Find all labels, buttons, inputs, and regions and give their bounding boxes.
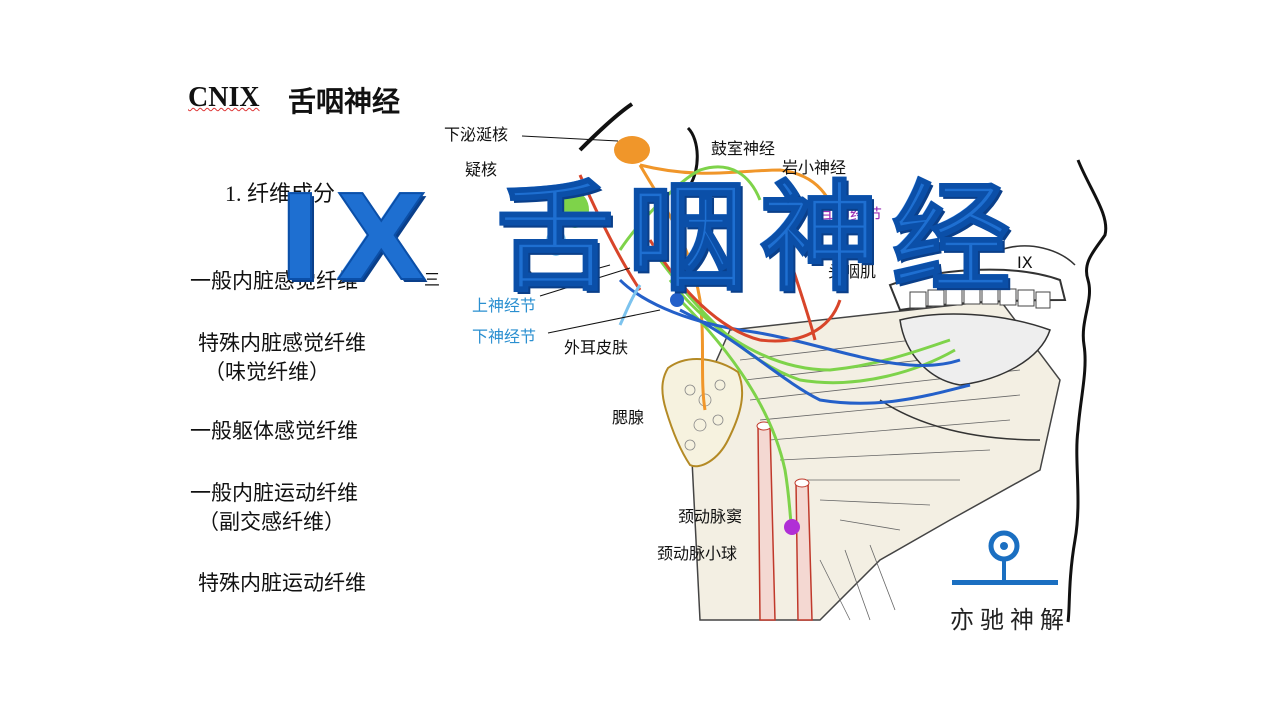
fiber-sve: 特殊内脏运动纤维 bbox=[198, 571, 366, 595]
fiber-svs-note: （味觉纤维） bbox=[204, 360, 330, 384]
face-profile bbox=[1066, 159, 1108, 623]
section-heading: 1. 纤维成分 bbox=[225, 181, 336, 206]
fiber-gvs: 一般内脏感觉纤维 bbox=[190, 269, 358, 293]
parotid-gland bbox=[661, 358, 744, 468]
logo-text: 亦驰神解 bbox=[950, 606, 1070, 634]
title-roman: CNIX bbox=[188, 82, 260, 113]
fiber-gve-note: （副交感纤维） bbox=[198, 510, 345, 534]
inferior-salivatory-nucleus bbox=[614, 136, 650, 164]
label-external-ear-skin: 外耳皮肤 bbox=[564, 338, 629, 357]
label-carotid-sinus: 颈动脉窦 bbox=[678, 507, 743, 526]
fiber-gve: 一般内脏运动纤维 bbox=[190, 481, 358, 505]
label-lesser-petrosal: 岩小神经 bbox=[782, 158, 847, 177]
label-pharyngeal-muscle: 头咽肌 bbox=[828, 262, 877, 281]
parasympathetic-fiber bbox=[638, 164, 707, 411]
carotid-body-dot bbox=[784, 519, 800, 535]
overlay-title: IX 舌咽神经 bbox=[277, 168, 1024, 308]
label-ix: IX bbox=[1017, 253, 1033, 272]
fiber-gss: 一般躯体感觉纤维 bbox=[190, 419, 358, 443]
inferior-ganglion-dot bbox=[670, 293, 684, 307]
fiber-svs: 特殊内脏感觉纤维 bbox=[198, 331, 366, 355]
label-solitary: 核 bbox=[520, 270, 537, 289]
motor-fiber bbox=[648, 239, 842, 343]
somatic-sensory-fiber bbox=[618, 278, 961, 368]
solitary-nucleus bbox=[561, 192, 589, 228]
label-carotid-body: 颈动脉小球 bbox=[657, 544, 738, 563]
label-nucleus-ambiguus: 疑核 bbox=[465, 160, 498, 179]
label-inferior-ganglion: 下神经节 bbox=[472, 327, 537, 346]
spinal-trigeminal-nucleus bbox=[546, 228, 566, 256]
label-parotid: 腮腺 bbox=[612, 408, 645, 427]
title-chinese: 舌咽神经 bbox=[288, 85, 401, 118]
label-superior-ganglion: 上神经节 bbox=[472, 296, 537, 315]
label-tympanic-nerve: 鼓室神经 bbox=[711, 139, 776, 158]
label-otic-ganglion: 耳神经节 bbox=[818, 205, 883, 224]
skull-line bbox=[578, 102, 634, 152]
visceral-sensory-fiber bbox=[618, 165, 762, 251]
label-partial-left: 三 bbox=[424, 270, 441, 289]
label-inferior-salivatory: 下泌涎核 bbox=[444, 125, 509, 144]
